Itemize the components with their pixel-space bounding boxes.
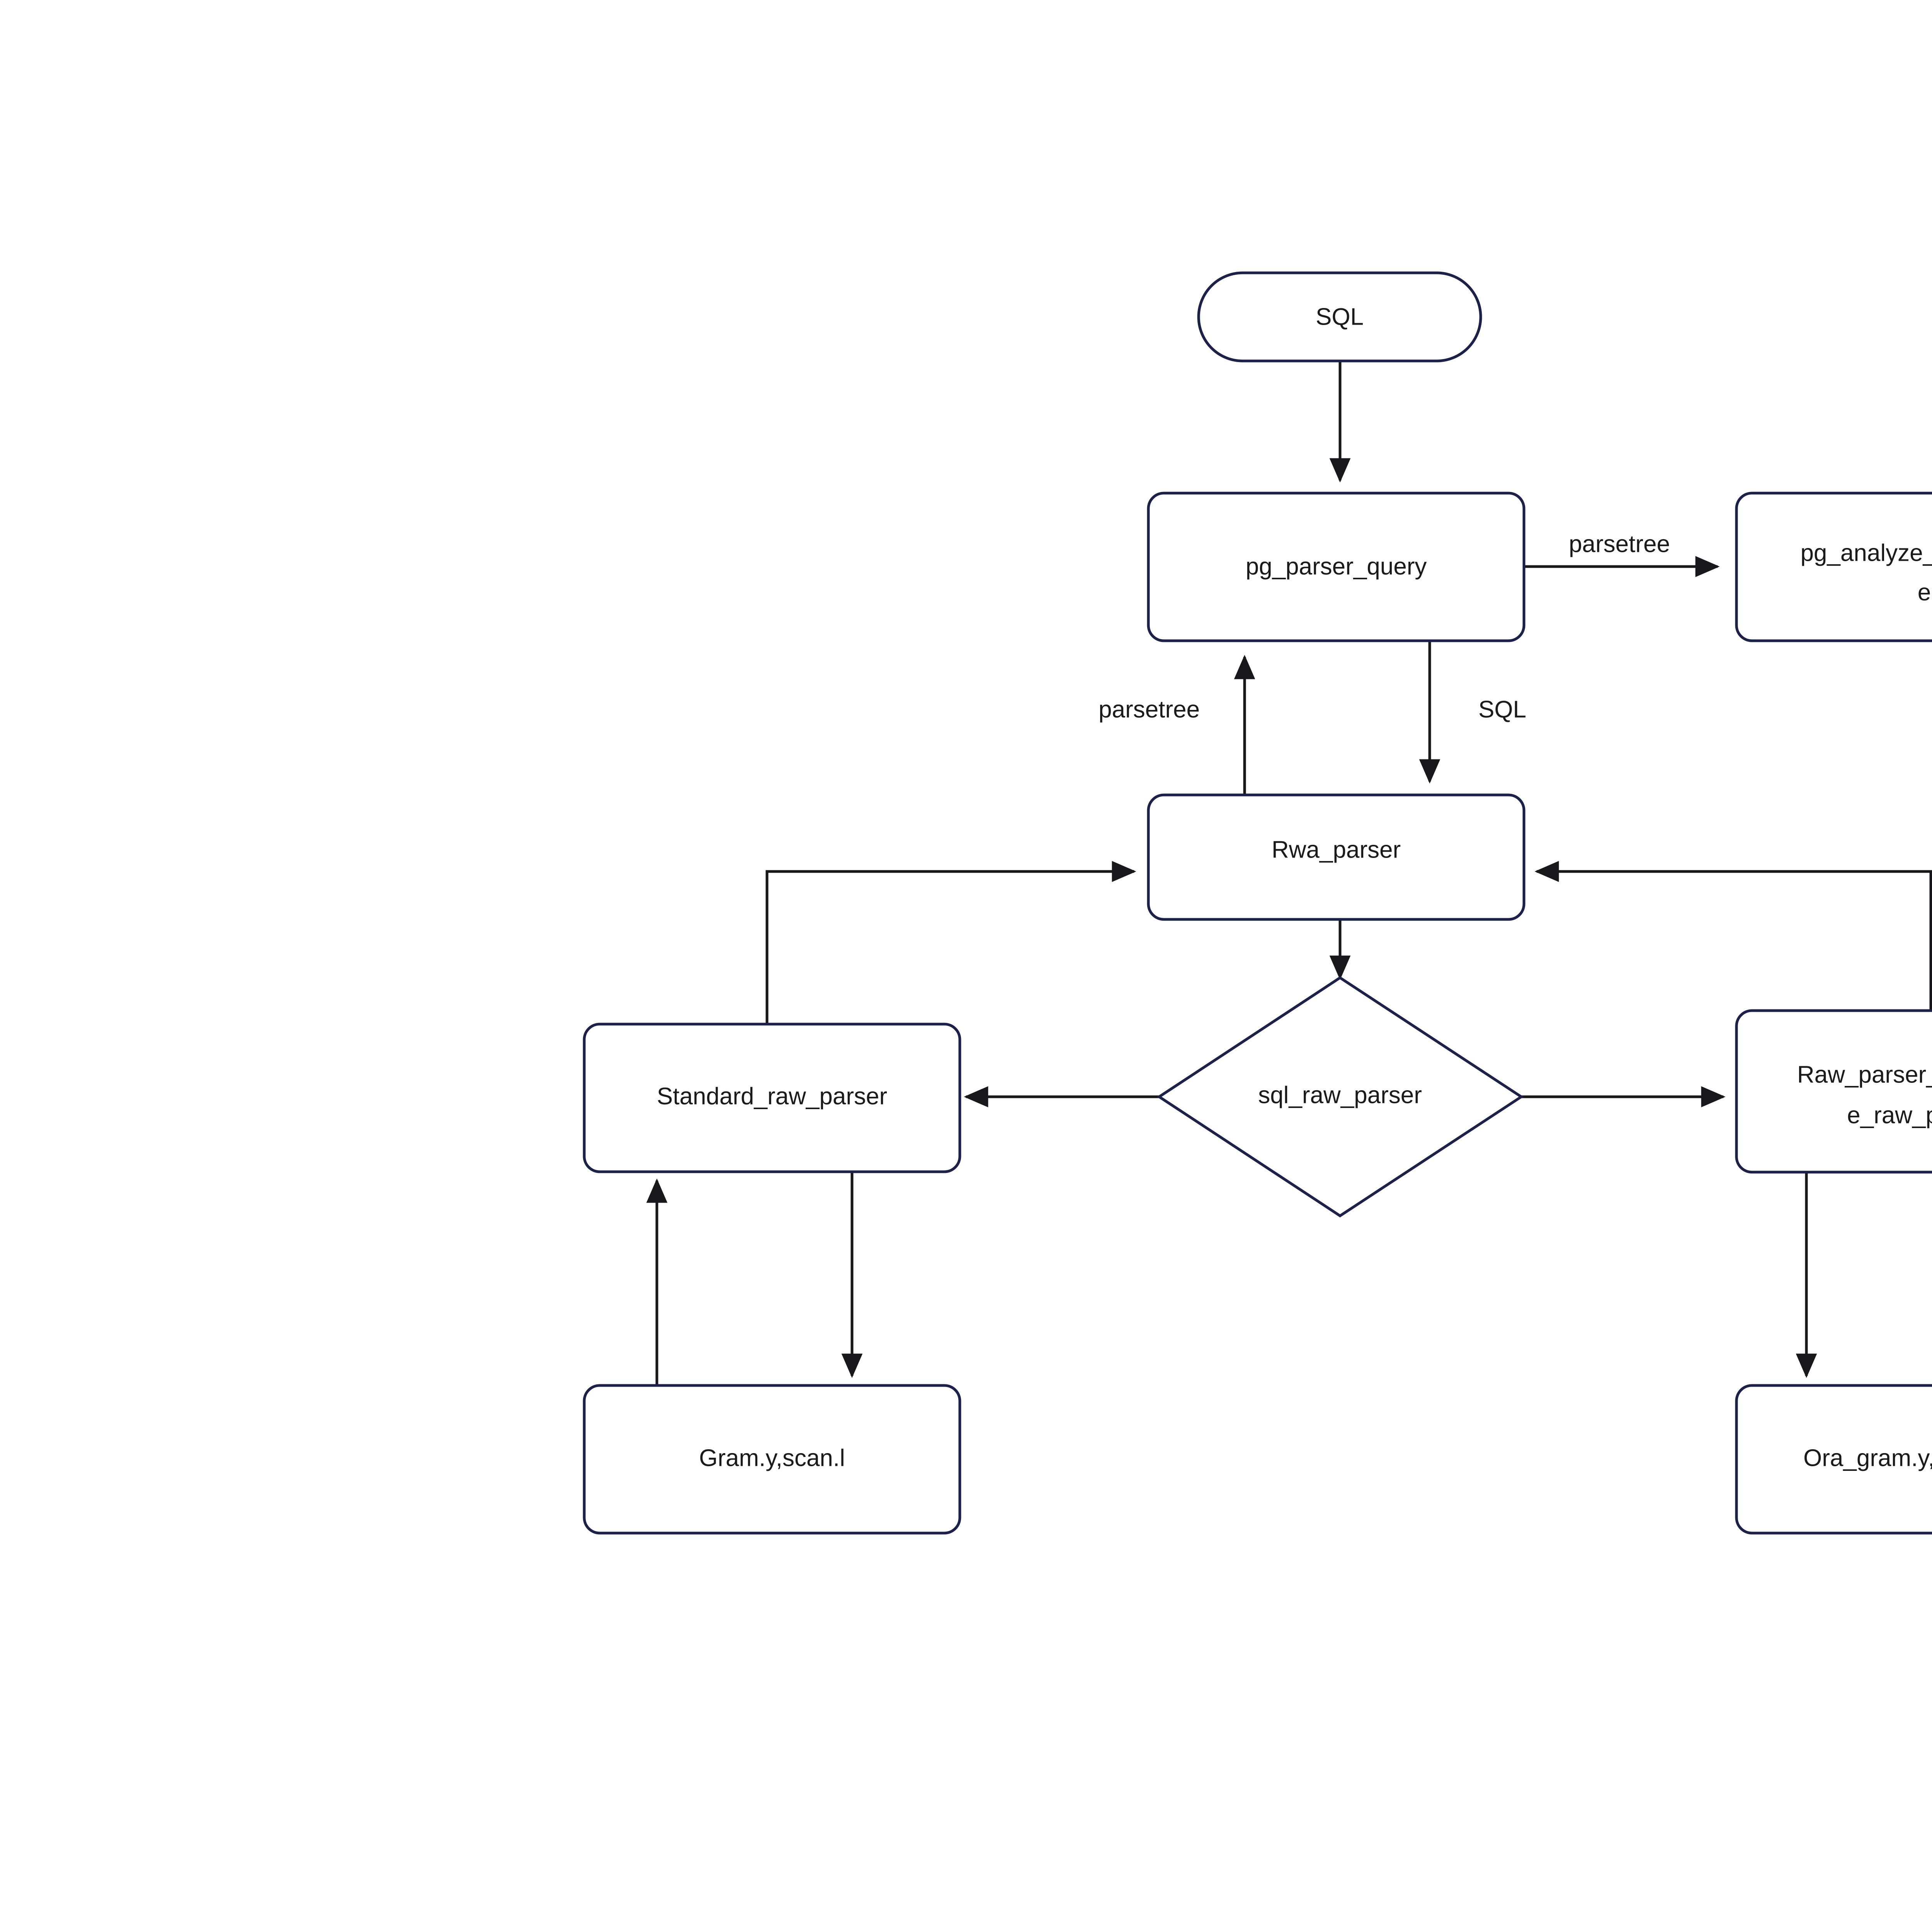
- edge-label-parsetree-analyze: parsetree: [1569, 531, 1670, 557]
- node-sql-input-label: SQL: [1316, 303, 1364, 330]
- node-ora-gram-scan[interactable]: Ora_gram.y,ora_scan.l: [1735, 1384, 1932, 1535]
- node-pg-analyze-and-rewrite-label-line2: e: [1918, 579, 1931, 606]
- node-sql-input[interactable]: SQL: [1197, 271, 1482, 362]
- edge-standard-raw-parser-to-rwa-parser: [765, 861, 1136, 1024]
- node-sql-raw-parser[interactable]: sql_raw_parser: [1156, 976, 1524, 1218]
- node-standard-raw-parser[interactable]: Standard_raw_parser: [583, 1023, 961, 1173]
- edge-raw-parser-hook-to-rwa-parser: [1534, 861, 1932, 1024]
- edge-label-sql-rwa: SQL: [1478, 696, 1526, 723]
- node-pg-parser-query[interactable]: pg_parser_query: [1147, 492, 1526, 642]
- node-gram-scan-label: Gram.y,scan.l: [699, 1445, 845, 1471]
- node-pg-analyze-and-rewrite[interactable]: pg_analyze_and_rewrit e: [1735, 492, 1932, 642]
- edge-label-parsetree-rwa: parsetree: [1099, 696, 1200, 723]
- node-gram-scan[interactable]: Gram.y,scan.l: [583, 1384, 961, 1535]
- node-raw-parser-hook[interactable]: Raw_parser_hook(oracl e_raw_parser): [1735, 1009, 1932, 1174]
- node-standard-raw-parser-label: Standard_raw_parser: [657, 1083, 887, 1110]
- node-pg-analyze-and-rewrite-label-line1: pg_analyze_and_rewrit: [1800, 539, 1932, 566]
- node-rwa-parser-label: Rwa_parser: [1272, 836, 1401, 863]
- node-sql-raw-parser-label: sql_raw_parser: [1258, 1082, 1422, 1108]
- node-ora-gram-scan-label: Ora_gram.y,ora_scan.l: [1803, 1445, 1932, 1471]
- node-pg-parser-query-label: pg_parser_query: [1246, 553, 1427, 580]
- node-raw-parser-hook-label-line1: Raw_parser_hook(oracl: [1797, 1061, 1932, 1088]
- node-rwa-parser[interactable]: Rwa_parser: [1147, 793, 1526, 921]
- node-raw-parser-hook-label-line2: e_raw_parser): [1847, 1102, 1932, 1128]
